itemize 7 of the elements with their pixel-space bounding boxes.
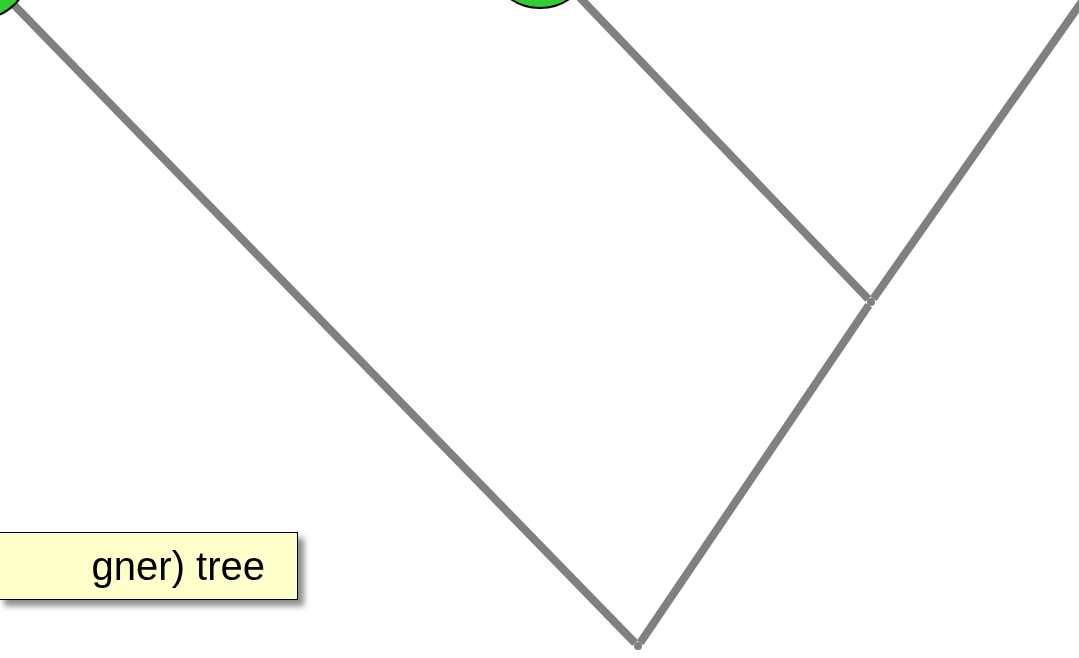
tree-branch: [11, 2, 639, 646]
branch-point: [634, 642, 642, 650]
tree-branch: [636, 303, 873, 645]
caption-box: [0, 532, 298, 600]
tree-branch: [870, 0, 1079, 302]
branch-point: [867, 298, 875, 306]
caption-text: gner) tree: [91, 546, 265, 586]
